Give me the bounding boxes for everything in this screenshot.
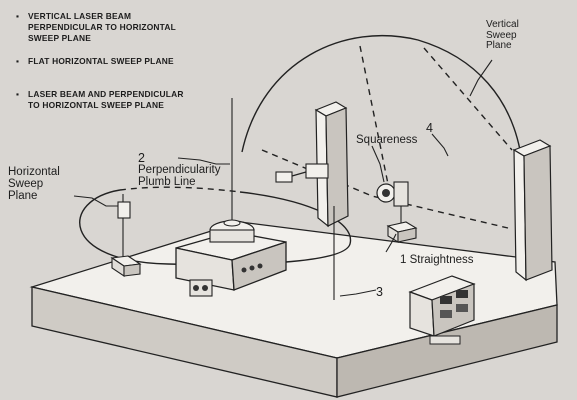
label-number-2: 2	[138, 151, 145, 165]
note-line: VERTICAL LASER BEAM	[28, 11, 132, 21]
left-target	[110, 201, 142, 278]
note-line: FLAT HORIZONTAL SWEEP PLANE	[28, 56, 174, 66]
right-post	[512, 139, 553, 282]
laser-head	[175, 219, 287, 297]
note-laser-perpendicular: ▪ LASER BEAM AND PERPENDICULAR TO HORIZO…	[16, 89, 184, 111]
leader-lines	[73, 59, 493, 297]
right-optic	[376, 181, 418, 243]
readout-unit	[408, 275, 476, 345]
label-number-3: 3	[376, 285, 383, 299]
vertical-sweep-arc	[241, 34, 521, 229]
note-bullet: ▪	[16, 56, 20, 66]
label-horizontal-sweep-plane: Horizontal Sweep Plane	[8, 166, 60, 202]
label-squareness: Squareness	[356, 134, 418, 146]
note-flat-plane: ▪ FLAT HORIZONTAL SWEEP PLANE	[16, 56, 174, 67]
label-straightness: 1 Straightness	[400, 254, 474, 266]
label-number-4: 4	[426, 121, 433, 135]
note-line: SWEEP PLANE	[28, 33, 92, 43]
squareness-optic	[275, 163, 329, 183]
label-perpendicularity: Perpendicularity Plumb Line	[138, 164, 221, 188]
note-line: PERPENDICULAR TO HORIZONTAL	[28, 22, 176, 32]
note-bullet: ▪	[16, 89, 20, 99]
note-vertical-beam: ▪ VERTICAL LASER BEAM PERPENDICULAR TO H…	[16, 11, 176, 44]
label-vertical-sweep-plane: Vertical Sweep Plane	[486, 19, 519, 51]
base-block	[29, 221, 558, 398]
note-bullet: ▪	[16, 11, 20, 21]
note-line: TO HORIZONTAL SWEEP PLANE	[28, 100, 165, 110]
note-line: LASER BEAM AND PERPENDICULAR	[28, 89, 184, 99]
